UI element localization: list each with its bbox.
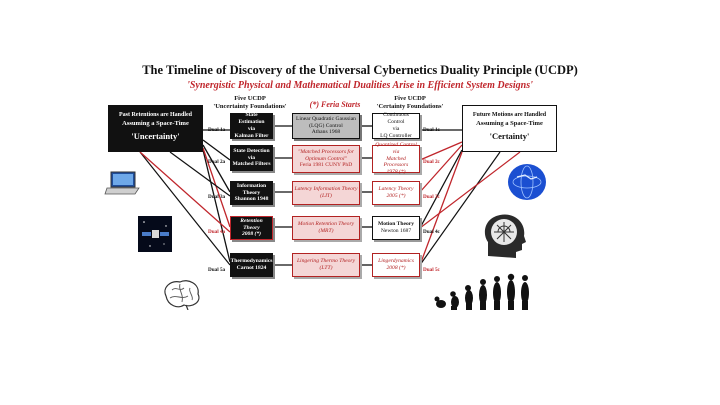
evolution-icon	[434, 273, 529, 310]
left-column-heading: Five UCDP 'Uncertainty Foundations'	[205, 95, 295, 111]
row2-right-line2: via	[392, 148, 400, 155]
row3-right-line1: Latency Theory	[378, 186, 414, 193]
link-left-row5	[202, 149, 231, 263]
diagram-title: The Timeline of Discovery of the Univers…	[142, 63, 578, 77]
matched-filters-box: State Detection via Matched Filters	[230, 145, 273, 171]
right-column-heading: Five UCDP 'Certainty Foundations'	[370, 95, 450, 111]
row5-left-line1: Thermodynamics	[230, 258, 273, 265]
row2-left-line3: Matched Filters	[232, 161, 271, 168]
dual-5a-label: Dual 5a	[208, 267, 226, 273]
row2-left-line2: via	[247, 154, 256, 161]
feria-starts-label: (*) Feria Starts	[309, 100, 361, 109]
row5-right-line1: Lingerdynamics	[378, 258, 414, 265]
row4-left-line1: Retention Theory	[240, 217, 263, 231]
row1-right-line1: Continuous Control	[383, 112, 409, 126]
row4-mid-line1: Motion Retention Theory	[297, 221, 355, 228]
lq-controller-box: Continuous Control via LQ Controller	[372, 112, 420, 139]
retention-theory-box: Retention Theory 2008 (*)	[230, 216, 273, 240]
row5-mid-line1: Lingering Thermo Theory	[296, 258, 356, 265]
right-heading-line-1: Five UCDP	[394, 95, 426, 102]
right-heading-line-2: 'Certainty Foundations'	[376, 103, 444, 110]
left-heading-line-1: Five UCDP	[234, 95, 266, 102]
link-left-row2	[202, 139, 231, 161]
dual-1c-label: Dual 1c	[423, 127, 440, 133]
diagram-subtitle: 'Synergistic Physical and Mathematical D…	[0, 80, 720, 91]
motion-theory-box: Motion Theory Newton 1687	[372, 216, 420, 240]
uncertainty-line-2: Assuming a Space-Time	[122, 120, 189, 127]
row3-mid-line1: Latency Information Theory	[294, 186, 358, 193]
brain-icon	[164, 280, 200, 310]
row2-right-line3: Matched Processors	[383, 155, 409, 169]
row3-left-line2: Shannon 1948	[234, 196, 269, 203]
row1-left-line3: Kalman Filter	[234, 132, 269, 139]
row1-right-line2: via	[392, 126, 400, 132]
dual-4c-label: Dual 4c	[423, 229, 440, 235]
link-left-row4-red	[202, 147, 231, 228]
row2-mid-line1: "Matched Processors for	[298, 148, 354, 155]
row2-mid-line3: Feria 1981 CUNY PhD	[299, 162, 353, 169]
row1-mid-line1: Linear Quadratic Gaussian	[296, 115, 356, 122]
lingering-thermo-theory-box: Lingering Thermo Theory (LTT)	[292, 253, 360, 277]
certainty-line-1: Future Motions are Handled	[472, 112, 547, 118]
certainty-line-3: 'Certainty'	[489, 131, 530, 141]
uncertainty-line-3: 'Uncertainty'	[131, 131, 180, 141]
row5-left-line2: Carnot 1824	[236, 265, 267, 271]
dual-3a-label: Dual 3a	[208, 194, 226, 200]
row3-right-line2: 2005 (*)	[386, 193, 406, 199]
dual-1a-label: Dual 1a	[208, 127, 226, 133]
latency-theory-box: Latency Theory 2005 (*)	[372, 181, 420, 205]
row2-mid-line2: Optimum Control"	[305, 155, 347, 162]
row2-right-line1: Quantized Control	[375, 142, 417, 149]
link-left-row3	[202, 144, 231, 193]
satellite-icon	[138, 216, 172, 252]
matched-processors-box: "Matched Processors for Optimum Control"…	[292, 145, 360, 173]
dual-4a-label: Dual 4a	[208, 229, 226, 235]
globe-icon	[508, 164, 546, 200]
motion-retention-theory-box: Motion Retention Theory (MRT)	[292, 216, 360, 240]
certainty-box: Future Motions are Handled Assuming a Sp…	[462, 105, 557, 152]
quantized-control-box: Quantized Control via Matched Processors…	[372, 142, 420, 176]
dual-3c-label: Dual 3c	[423, 194, 440, 200]
subtitle-line-1: 'Synergistic Physical and Mathematical D…	[187, 80, 533, 91]
row5-right-line2: 2008 (*)	[386, 265, 406, 271]
row4-left-line2: 2008 (*)	[241, 231, 262, 238]
thermodynamics-box: Thermodynamics Carnot 1824	[230, 253, 273, 277]
dual-5c-label: Dual 5c	[423, 267, 440, 273]
lingerdynamics-box: Lingerdynamics 2008 (*)	[372, 253, 420, 277]
row3-mid-line2: (LIT)	[320, 193, 332, 199]
dual-2c-label: Dual 2c	[423, 159, 440, 165]
uncertainty-line-1: Past Retentions are Handled	[118, 112, 193, 118]
row3-left-line1: Information Theory	[236, 182, 267, 196]
latency-information-theory-box: Latency Information Theory (LIT)	[292, 181, 360, 205]
row2-left-line1: State Detection	[233, 147, 270, 154]
lqg-control-box: Linear Quadratic Gaussian (LQG) Control …	[292, 113, 360, 139]
row4-right-line2: Newton 1687	[380, 228, 412, 234]
row1-left-line1: State Estimation	[238, 112, 265, 126]
laptop-icon	[104, 171, 140, 195]
row4-mid-line2: (MRT)	[318, 228, 334, 234]
information-theory-box: Information Theory Shannon 1948	[230, 181, 273, 205]
dual-2a-label: Dual 2a	[208, 159, 226, 165]
kalman-filter-box: State Estimation via Kalman Filter	[230, 112, 273, 139]
left-heading-line-2: 'Uncertainty Foundations'	[213, 103, 287, 110]
head-maze-icon	[484, 214, 526, 258]
row1-left-line2: via	[247, 126, 256, 132]
row5-mid-line2: (LTT)	[319, 265, 333, 271]
row1-right-line3: LQ Controller	[380, 132, 412, 139]
row2-right-line4: 1978 (*)	[386, 169, 406, 176]
row4-right-line1: Motion Theory	[377, 221, 415, 228]
uncertainty-box: Past Retentions are Handled Assuming a S…	[108, 105, 203, 152]
row1-mid-line2: (LQG) Control	[309, 122, 343, 129]
certainty-line-2: Assuming a Space-Time	[476, 120, 543, 127]
row1-mid-line3: Athans 1968	[311, 129, 341, 136]
